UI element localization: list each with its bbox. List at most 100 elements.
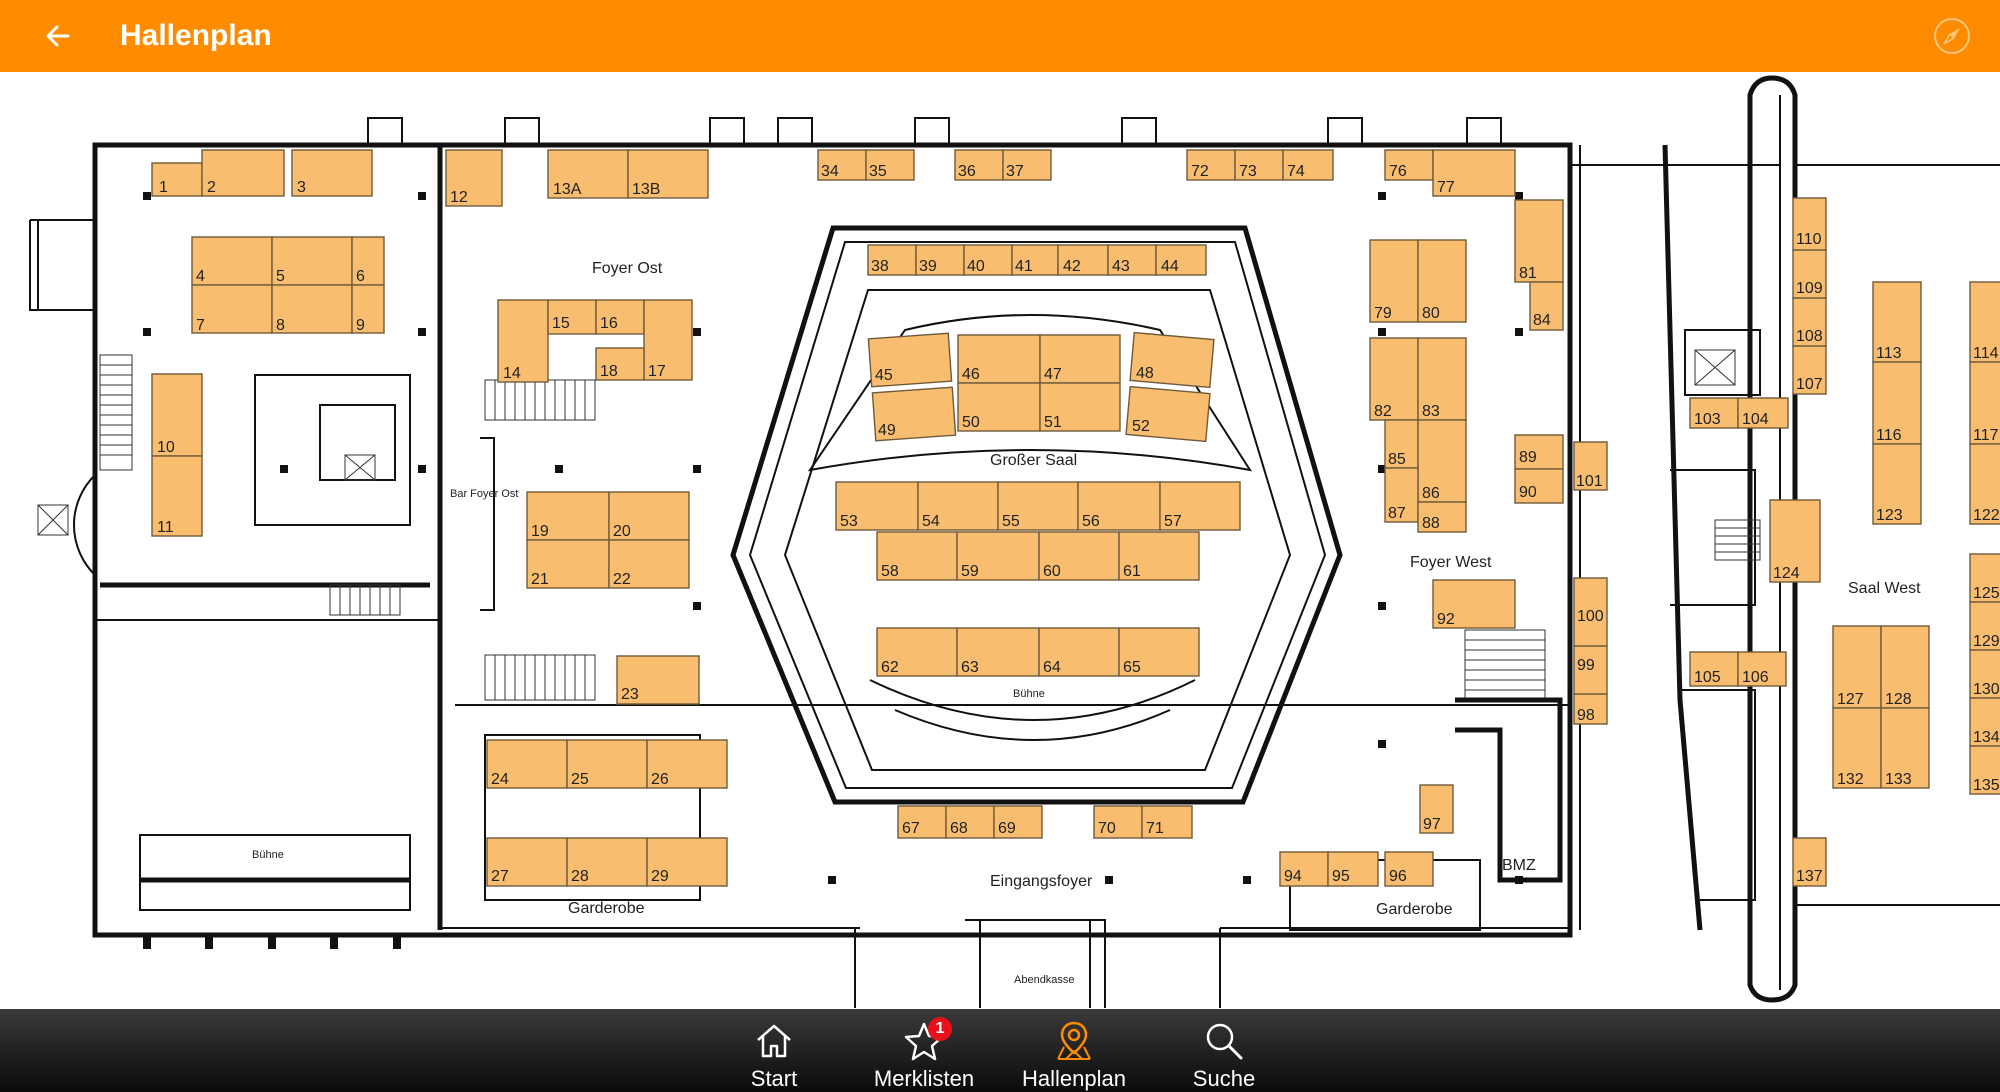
booth-2[interactable]: 2	[201, 149, 285, 197]
booth-124[interactable]: 124	[1769, 499, 1821, 583]
booth-85[interactable]: 85	[1384, 419, 1419, 469]
booth-48[interactable]: 48	[1129, 331, 1215, 389]
booth-89[interactable]: 89	[1514, 434, 1564, 470]
booth-34[interactable]: 34	[817, 149, 867, 181]
booth-23[interactable]: 23	[616, 655, 700, 705]
booth-40[interactable]: 40	[963, 244, 1013, 276]
booth-46[interactable]: 46	[957, 334, 1041, 384]
booth-49[interactable]: 49	[871, 386, 957, 442]
booth-51[interactable]: 51	[1039, 382, 1121, 432]
booth-135[interactable]: 135	[1969, 745, 2000, 795]
booth-97[interactable]: 97	[1419, 784, 1454, 834]
booth-125[interactable]: 125	[1969, 553, 2000, 603]
booth-84[interactable]: 84	[1529, 281, 1564, 331]
booth-70[interactable]: 70	[1093, 805, 1143, 839]
nav-hallenplan[interactable]: Hallenplan	[999, 1009, 1149, 1092]
booth-64[interactable]: 64	[1038, 627, 1120, 677]
booth-39[interactable]: 39	[915, 244, 965, 276]
booth-71[interactable]: 71	[1141, 805, 1193, 839]
booth-54[interactable]: 54	[917, 481, 999, 531]
booth-80[interactable]: 80	[1417, 239, 1467, 323]
booth-18[interactable]: 18	[595, 347, 645, 381]
booth-20[interactable]: 20	[608, 491, 690, 541]
nav-start[interactable]: Start	[699, 1009, 849, 1092]
booth-129[interactable]: 129	[1969, 601, 2000, 651]
booth-7[interactable]: 7	[191, 284, 273, 334]
booth-45[interactable]: 45	[867, 332, 953, 388]
booth-105[interactable]: 105	[1689, 651, 1739, 687]
booth-22[interactable]: 22	[608, 539, 690, 589]
booth-86[interactable]: 86	[1417, 419, 1467, 503]
booth-123[interactable]: 123	[1872, 443, 1922, 525]
booth-28[interactable]: 28	[566, 837, 648, 887]
booth-24[interactable]: 24	[486, 739, 568, 789]
booth-41[interactable]: 41	[1011, 244, 1059, 276]
booth-47[interactable]: 47	[1039, 334, 1121, 384]
booth-11[interactable]: 11	[151, 455, 203, 537]
booth-8[interactable]: 8	[271, 284, 353, 334]
booth-113[interactable]: 113	[1872, 281, 1922, 363]
booth-69[interactable]: 69	[993, 805, 1043, 839]
booth-44[interactable]: 44	[1155, 244, 1207, 276]
booth-14[interactable]: 14	[497, 299, 549, 383]
booth-68[interactable]: 68	[945, 805, 995, 839]
booth-108[interactable]: 108	[1792, 297, 1827, 347]
booth-103[interactable]: 103	[1689, 397, 1739, 429]
booth-94[interactable]: 94	[1279, 851, 1329, 887]
nav-suche[interactable]: Suche	[1149, 1009, 1299, 1092]
booth-117[interactable]: 117	[1969, 361, 2000, 445]
booth-56[interactable]: 56	[1077, 481, 1161, 531]
booth-130[interactable]: 130	[1969, 649, 2000, 699]
booth-73[interactable]: 73	[1234, 149, 1284, 181]
compass-button[interactable]	[1930, 14, 1974, 58]
booth-60[interactable]: 60	[1038, 531, 1120, 581]
booth-5[interactable]: 5	[271, 236, 353, 286]
booth-52[interactable]: 52	[1125, 385, 1211, 443]
booth-57[interactable]: 57	[1159, 481, 1241, 531]
booth-43[interactable]: 43	[1107, 244, 1157, 276]
booth-76[interactable]: 76	[1384, 149, 1434, 181]
booth-128[interactable]: 128	[1880, 625, 1930, 709]
booth-19[interactable]: 19	[526, 491, 610, 541]
booth-53[interactable]: 53	[835, 481, 919, 531]
booth-37[interactable]: 37	[1002, 149, 1052, 181]
booth-95[interactable]: 95	[1327, 851, 1379, 887]
booth-3[interactable]: 3	[291, 149, 373, 197]
booth-134[interactable]: 134	[1969, 697, 2000, 747]
booth-29[interactable]: 29	[646, 837, 728, 887]
booth-137[interactable]: 137	[1792, 837, 1827, 887]
booth-9[interactable]: 9	[351, 284, 385, 334]
booth-50[interactable]: 50	[957, 382, 1041, 432]
booth-26[interactable]: 26	[646, 739, 728, 789]
booth-106[interactable]: 106	[1737, 651, 1787, 687]
booth-81[interactable]: 81	[1514, 199, 1564, 283]
booth-101[interactable]: 101	[1573, 441, 1608, 491]
booth-109[interactable]: 109	[1792, 249, 1827, 299]
booth-67[interactable]: 67	[897, 805, 947, 839]
booth-1[interactable]: 1	[151, 162, 203, 197]
booth-25[interactable]: 25	[566, 739, 648, 789]
booth-16[interactable]: 16	[595, 299, 645, 335]
booth-107[interactable]: 107	[1792, 345, 1827, 395]
booth-21[interactable]: 21	[526, 539, 610, 589]
nav-merklisten[interactable]: 1 Merklisten	[849, 1009, 999, 1092]
booth-99[interactable]: 99	[1573, 645, 1608, 695]
booth-127[interactable]: 127	[1832, 625, 1882, 709]
booth-27[interactable]: 27	[486, 837, 568, 887]
back-button[interactable]	[36, 14, 80, 58]
booth-36[interactable]: 36	[954, 149, 1004, 181]
booth-4[interactable]: 4	[191, 236, 273, 286]
booth-17[interactable]: 17	[643, 299, 693, 381]
booth-104[interactable]: 104	[1737, 397, 1789, 429]
booth-65[interactable]: 65	[1118, 627, 1200, 677]
booth-116[interactable]: 116	[1872, 361, 1922, 445]
booth-79[interactable]: 79	[1369, 239, 1419, 323]
booth-88[interactable]: 88	[1417, 501, 1467, 533]
booth-82[interactable]: 82	[1369, 337, 1419, 421]
booth-72[interactable]: 72	[1186, 149, 1236, 181]
booth-38[interactable]: 38	[867, 244, 917, 276]
booth-96[interactable]: 96	[1384, 851, 1434, 887]
booth-83[interactable]: 83	[1417, 337, 1467, 421]
booth-74[interactable]: 74	[1282, 149, 1334, 181]
booth-132[interactable]: 132	[1832, 707, 1882, 789]
